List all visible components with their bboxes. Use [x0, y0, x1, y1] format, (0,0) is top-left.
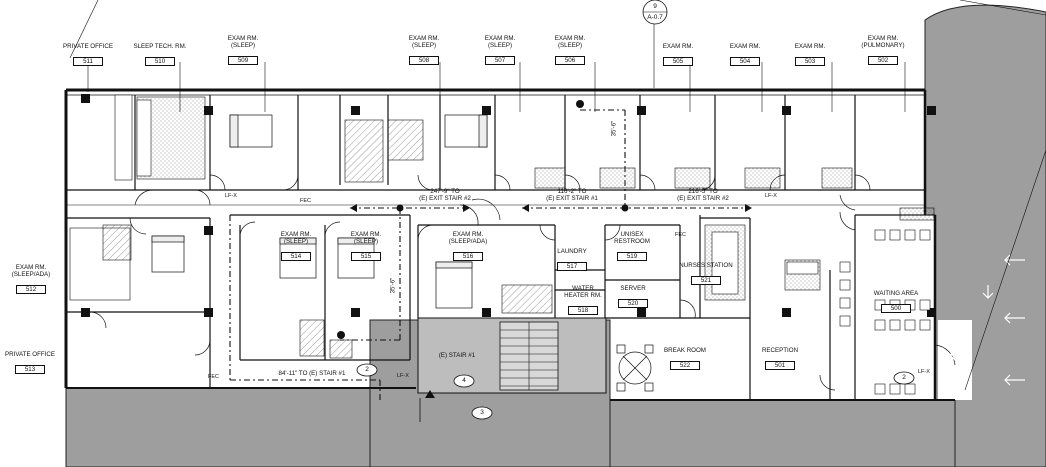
room-tag-508: EXAM RM. (SLEEP)508 — [408, 35, 440, 65]
room-number: 507 — [485, 56, 515, 65]
lf-x-label: LF-X — [225, 193, 237, 199]
lf-x-label: LF-X — [397, 373, 409, 379]
keynote-bubbles — [356, 363, 915, 420]
fec-label: FEC — [208, 374, 219, 380]
room-tag-502: EXAM RM. (PULMONARY)502 — [861, 35, 905, 65]
keynote-4: 4 — [462, 377, 466, 384]
keynote-2-west: 2 — [365, 366, 369, 373]
room-number: 501 — [765, 361, 795, 370]
room-number: 504 — [730, 57, 760, 66]
interior-walls — [66, 95, 935, 400]
room-number: 514 — [281, 252, 311, 261]
room-number: 515 — [351, 252, 381, 261]
room-number: 510 — [145, 57, 175, 66]
room-number: 508 — [409, 56, 439, 65]
room-number: 519 — [617, 252, 647, 261]
room-number: 500 — [881, 304, 911, 313]
room-number: 516 — [453, 252, 483, 261]
room-number: 518 — [568, 306, 598, 315]
room-number: 511 — [73, 57, 103, 66]
room-tag-505: EXAM RM.505 — [662, 43, 694, 66]
section-reference — [642, 0, 668, 25]
exterior-arrows — [949, 254, 1025, 386]
fixtures — [69, 94, 935, 359]
room-tag-515: EXAM RM. (SLEEP)515 — [350, 231, 382, 261]
dimension-note-center: 35'-6" — [389, 277, 397, 294]
room-tag-506: EXAM RM. (SLEEP)506 — [554, 35, 586, 65]
dimension-note-east: 35'-6" — [610, 120, 618, 137]
room-tag-503: EXAM RM.503 — [794, 43, 826, 66]
room-number: 520 — [618, 299, 648, 308]
room-number: 505 — [663, 57, 693, 66]
fec-label: FEC — [300, 198, 311, 204]
keynote-2-east: 2 — [902, 374, 906, 381]
room-number: 522 — [670, 361, 700, 370]
egress-note-stair2-east: 216'-5" TO (E) EXIT STAIR #2 — [677, 188, 729, 202]
grid-lines — [69, 0, 1046, 391]
room-number: 503 — [795, 57, 825, 66]
keynote-3: 3 — [480, 409, 484, 416]
section-ref-sheet: A-0.7 — [647, 14, 663, 21]
tag-leaders — [87, 62, 906, 112]
room-number: 517 — [557, 262, 587, 271]
break-room-table — [616, 344, 654, 392]
lf-x-label: LF-X — [765, 193, 777, 199]
room-tag-507: EXAM RM. (SLEEP)507 — [484, 35, 516, 65]
room-tag-510: SLEEP TECH. RM.510 — [133, 43, 187, 66]
egress-markers — [350, 204, 752, 398]
room-number: 506 — [555, 56, 585, 65]
stair-label: (E) STAIR #1 — [438, 352, 476, 359]
fec-label: FEC — [675, 232, 686, 238]
egress-note-stair2-west: 247'-9" TO (E) EXIT STAIR #2 — [419, 188, 471, 202]
room-number: 512 — [16, 285, 46, 294]
egress-note-stair1: 116'-2" TO (E) EXIT STAIR #1 — [546, 188, 598, 202]
stair-1 — [417, 317, 607, 394]
exterior-walls — [64, 88, 955, 401]
room-tag-516: EXAM RM. (SLEEP/ADA)516 — [448, 231, 488, 261]
lf-x-label: LF-X — [918, 369, 930, 375]
room-number: 513 — [15, 365, 45, 374]
room-number: 502 — [868, 56, 898, 65]
room-number: 521 — [691, 276, 721, 285]
room-tag-514: EXAM RM. (SLEEP)514 — [280, 231, 312, 261]
structural-columns — [81, 94, 936, 339]
egress-path — [229, 109, 750, 400]
section-ref-number: 9 — [653, 3, 657, 10]
room-tag-512: EXAM RM. (SLEEP/ADA)512 — [11, 264, 51, 294]
beds — [151, 114, 488, 309]
room-tag-504: EXAM RM.504 — [729, 43, 761, 66]
room-tag-509: EXAM RM. (SLEEP)509 — [227, 35, 259, 65]
egress-note-stair1-south: 84'-11" TO (E) STAIR #1 — [278, 370, 346, 377]
room-number: 509 — [228, 56, 258, 65]
room-tag-518: WATER HEATER RM.518 — [564, 285, 602, 315]
